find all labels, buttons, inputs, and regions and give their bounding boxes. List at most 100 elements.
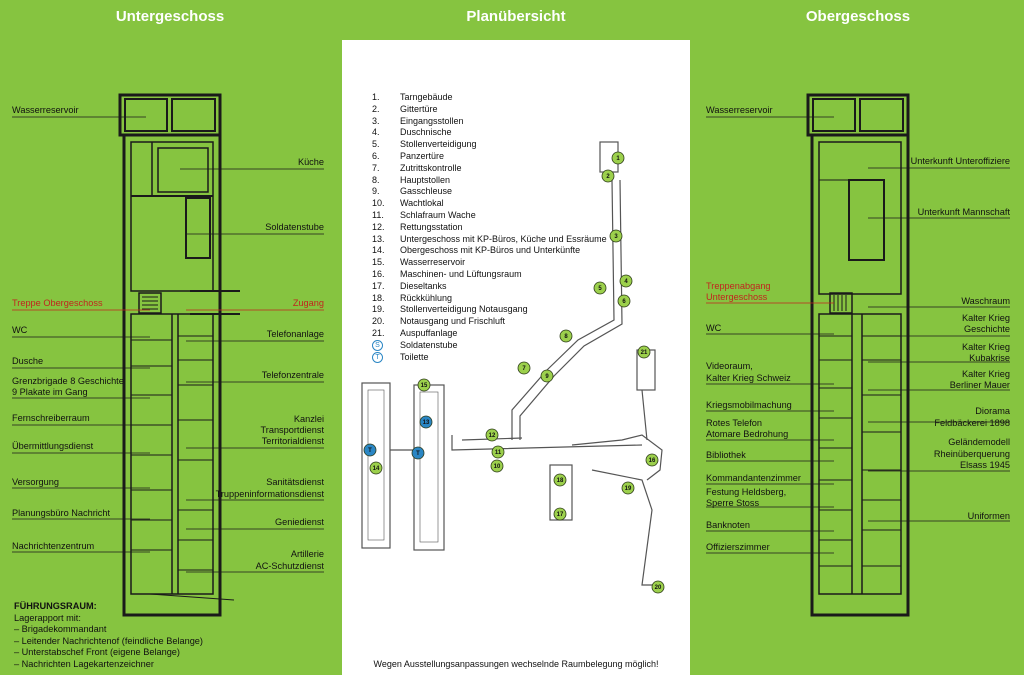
fuehrungsraum-line: Lagerapport mit: [14,612,81,623]
label-ac-schutzdienst: AC-Schutzdienst [255,561,324,571]
map-marker-17 [553,507,567,521]
label-geniedienst: Geniedienst [274,517,324,527]
label-offizierszimmer: Offizierszimmer [706,542,770,552]
label-gelaendemodell-2: Rheinüberquerung [933,449,1010,459]
label-gelaendemodell-1: Geländemodell [948,437,1010,447]
map-marker-1 [611,151,625,165]
label-kk-geschichte-1: Kalter Krieg [961,313,1010,323]
soldatenstube-symbol-icon: S [372,339,383,351]
map-marker-label: 8 [564,334,568,340]
map-marker-14 [369,461,383,475]
map-marker-t [363,443,377,457]
map-marker-6 [617,294,631,308]
map-marker-3 [609,229,623,243]
label-planungsbuero: Planungsbüro Nachricht [12,508,111,518]
map-marker-9 [540,369,554,383]
map-marker-label: 2 [606,174,610,180]
label-uniformen: Uniformen [967,511,1010,521]
header-planuebersicht: Planübersicht [466,8,566,25]
map-marker-5 [593,281,607,295]
map-marker-label: 10 [494,464,501,470]
map-marker-label: 3 [614,234,618,240]
map-marker-label: 21 [641,350,648,356]
map-marker-19 [621,481,635,495]
label-kk-geschichte-2: Geschichte [964,324,1010,334]
map-marker-label: 1 [616,156,620,162]
label-wasserreservoir: Wasserreservoir [12,105,79,115]
label-wc: WC [12,325,28,335]
label-uebermittlungsdienst: Übermittlungsdienst [12,441,94,451]
label-treppenabgang-1: Treppenabgang [706,281,771,291]
label-kanzlei-1: Kanzlei [293,414,324,424]
map-marker-label: 13 [423,420,430,426]
fuehrungsraum-note: FÜHRUNGSRAUM: Lagerapport mit: – Brigade… [14,601,203,670]
label-telefonanlage: Telefonanlage [266,329,324,339]
label-telefonzentrale: Telefonzentrale [261,370,324,380]
fuehrungsraum-line: – Nachrichten Lagekartenzeichner [14,658,154,669]
label-rotes-telefon-1: Rotes Telefon [706,418,763,428]
map-marker-18 [553,473,567,487]
label-gelaendemodell-3: Elsass 1945 [959,460,1010,470]
planuebersicht-panel: 1.Tarngebäude 2.Gittertüre 3.Eingangssto… [342,40,690,675]
label-videoraum-1: Videoraum, [706,361,753,371]
fuehrungsraum-title: FÜHRUNGSRAUM: [14,601,97,611]
center-note: Wegen Ausstellungsanpassungen wechselnde… [373,659,659,669]
label-banknoten: Banknoten [706,520,750,530]
label-kk-kubakrise-2: Kubakrise [969,353,1010,363]
label-kk-mauer-1: Kalter Krieg [961,369,1010,379]
label-treppenabgang-2: Untergeschoss [706,292,768,302]
map-marker-4 [619,274,633,288]
map-marker-label: 7 [522,366,526,372]
map-marker-label: 17 [557,512,564,518]
label-truppeninformationsdienst: Truppeninformationsdienst [215,489,324,499]
map-marker-label: 18 [557,478,564,484]
map-marker-label: 14 [373,466,380,472]
label-waschraum: Waschraum [961,296,1010,306]
map-marker-label: T [416,451,420,457]
map-marker-label: 9 [545,374,549,380]
map-marker-8 [559,329,573,343]
map-marker-t [411,446,425,460]
map-marker-label: 20 [655,585,662,591]
label-wasserreservoir-o: Wasserreservoir [706,105,773,115]
label-kommandantenzimmer: Kommandantenzimmer [706,473,801,483]
map-marker-label: 4 [624,279,628,285]
header-obergeschoss: Obergeschoss [805,8,911,25]
map-marker-label: 6 [622,299,626,305]
label-soldatenstube: Soldatenstube [265,222,324,232]
label-nachrichtenzentrum: Nachrichtenzentrum [12,541,95,551]
label-festung-1: Festung Heldsberg, [706,487,787,497]
label-grenzbrigade-2: 9 Plakate im Gang [12,387,88,397]
label-diorama-1: Diorama [975,406,1010,416]
map-marker-label: 19 [625,486,632,492]
fuehrungsraum-line: – Brigadekommandant [14,624,107,634]
label-kk-mauer-2: Berliner Mauer [949,380,1010,390]
map-marker-15 [417,378,431,392]
label-unterkunft-mannschaft: Unterkunft Mannschaft [917,207,1010,217]
label-kriegsmobilmachung: Kriegsmobilmachung [706,400,792,410]
map-marker-label: T [368,448,372,454]
label-wc-o: WC [706,323,722,333]
label-festung-2: Sperre Stoss [706,498,760,508]
label-videoraum-2: Kalter Krieg Schweiz [706,373,791,383]
label-bibliothek: Bibliothek [706,450,746,460]
map-marker-16 [645,453,659,467]
label-rotes-telefon-2: Atomare Bedrohung [706,429,789,439]
map-marker-20 [651,580,665,594]
map-marker-10 [490,459,504,473]
map-marker-11 [491,445,505,459]
fuehrungsraum-line: – Leitender Nachrichtenof (feindliche Be… [14,635,203,646]
label-kanzlei-2: Transportdienst [260,425,325,435]
map-marker-label: 16 [649,458,656,464]
label-artillerie: Artillerie [290,549,324,559]
label-kk-kubakrise-1: Kalter Krieg [961,342,1010,352]
map-marker-label: 11 [495,450,502,456]
label-dusche: Dusche [12,356,44,366]
map-marker-2 [601,169,615,183]
map-marker-label: 12 [489,433,496,439]
label-grenzbrigade-1: Grenzbrigade 8 Geschichte [12,376,124,386]
map-marker-21 [637,345,651,359]
map-marker-label: 15 [421,383,428,389]
